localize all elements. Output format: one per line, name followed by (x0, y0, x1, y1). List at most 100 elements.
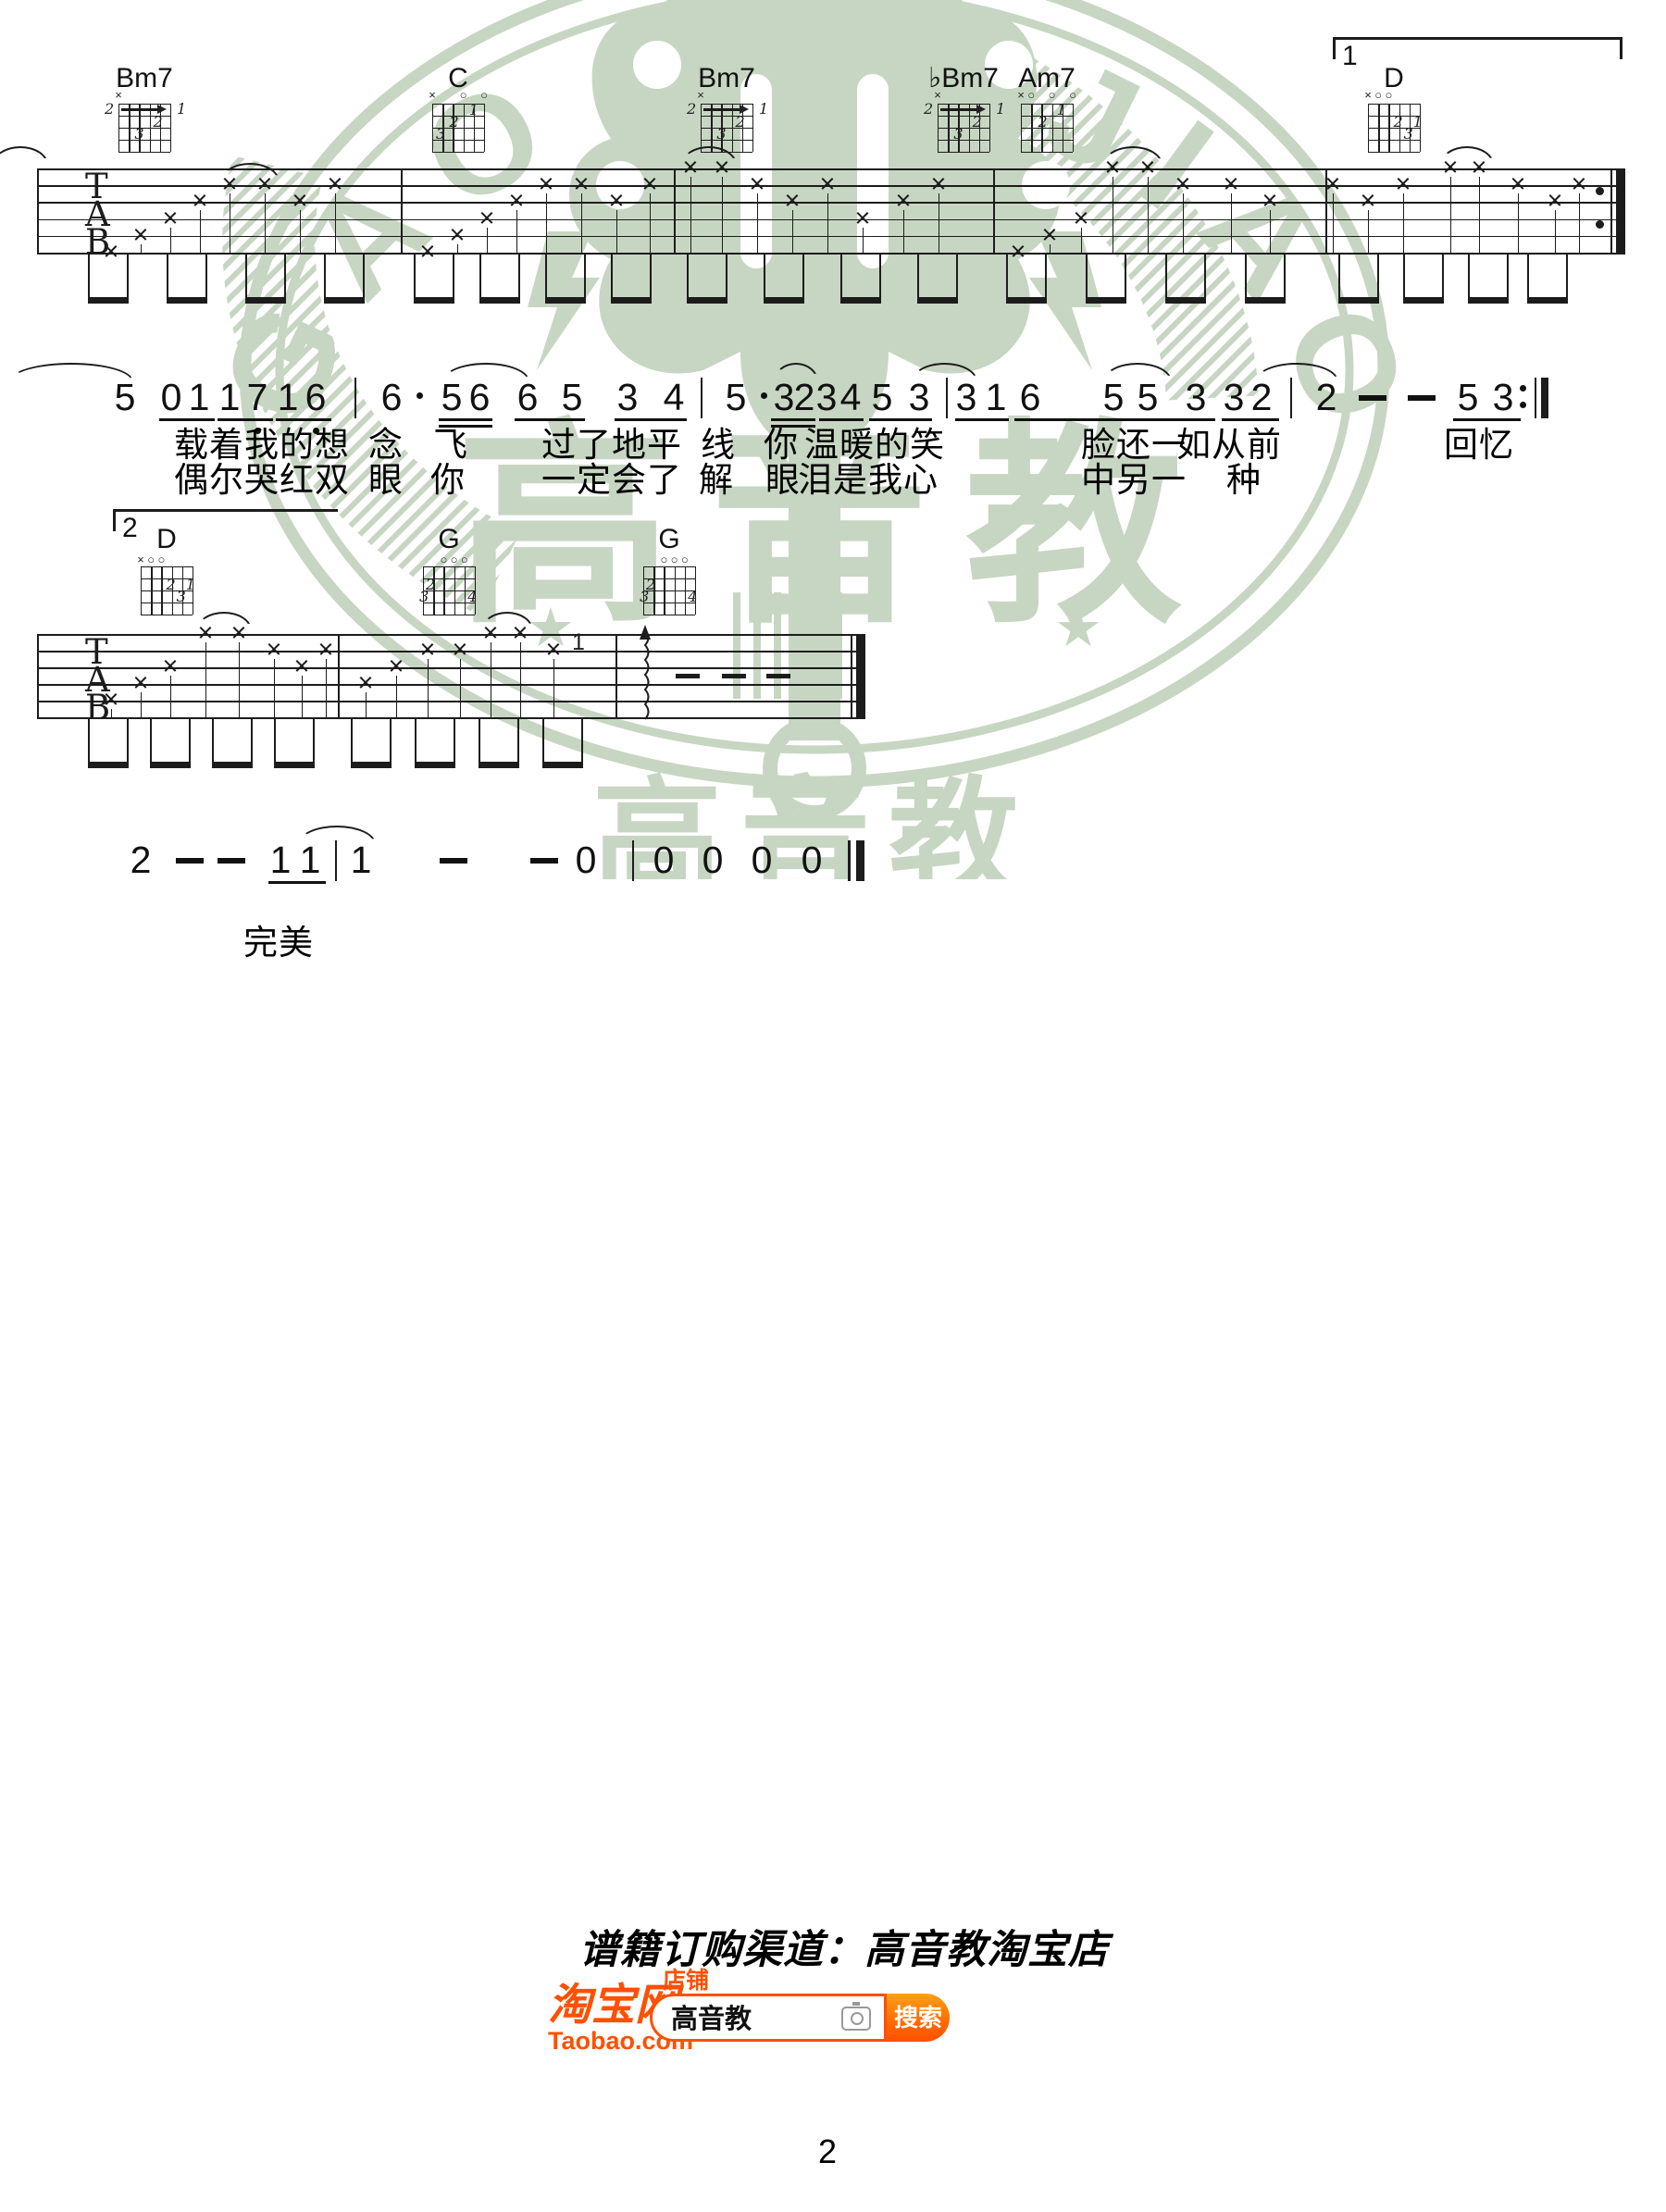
chord-open-string-marker: ○ (450, 553, 458, 566)
beam-bar (611, 297, 652, 304)
chord-grid-line (432, 152, 484, 154)
chord-grid-line (938, 116, 989, 118)
strum-x-mark: × (1041, 219, 1058, 250)
chord-finger-number: 2 (153, 113, 163, 130)
beam-bar (1338, 297, 1379, 304)
strum-x-mark: × (1395, 169, 1411, 200)
note-stem (200, 210, 202, 253)
jianpu-number: 2 (1315, 376, 1337, 418)
note-stem (111, 709, 113, 717)
beam-stem (956, 253, 958, 303)
chord-finger-number: 2 (449, 113, 459, 130)
chord-open-string-marker: ○ (440, 553, 448, 566)
jianpu-end-barline (1535, 378, 1537, 418)
note-stem (265, 193, 267, 253)
jianpu-number: 3 (1185, 376, 1207, 418)
beam-stem (88, 717, 90, 767)
chord-name: G (658, 524, 680, 554)
strum-x-mark: × (192, 186, 208, 217)
repeat-dot (1596, 220, 1604, 230)
note-stem (457, 243, 459, 253)
jianpu-tie-arc (774, 363, 818, 381)
beam-bar (212, 762, 253, 768)
chord-open-string-marker: × (934, 88, 941, 102)
beam-stem (650, 253, 652, 303)
beam-stem (764, 253, 765, 303)
chord-name: Bm7 (698, 63, 755, 93)
beam-stem (1468, 253, 1470, 303)
beam-bar (324, 297, 365, 304)
jianpu-number: 0 (160, 376, 182, 418)
chord-barre-line (940, 108, 977, 111)
note-stem (396, 676, 398, 717)
chord-grid-line (1368, 140, 1420, 142)
strum-x-mark: × (292, 186, 308, 217)
beam-stem (1403, 253, 1405, 303)
beam-stem (189, 717, 191, 767)
camera-icon[interactable] (841, 2002, 871, 2031)
chord-side-finger: 2 (924, 100, 934, 118)
note-stem (1479, 177, 1481, 253)
beam-stem (687, 253, 689, 303)
search-button[interactable]: 搜索 (887, 1994, 950, 2042)
beam-stem (150, 717, 152, 767)
staff-line (37, 651, 865, 652)
chord-side-finger: 1 (759, 100, 769, 118)
strum-x-mark: × (819, 169, 836, 200)
chord-barre-arrow (740, 105, 749, 114)
jianpu-number: 3 (773, 376, 795, 418)
jianpu-barline (354, 378, 357, 418)
beam-stem (879, 253, 881, 303)
jianpu-beam (159, 418, 215, 421)
chord-finger-number: 2 (1393, 113, 1403, 130)
beam-stem (479, 253, 481, 303)
jianpu-octave-dot (313, 428, 319, 434)
jianpu-beam (1222, 418, 1279, 421)
taobao-search-box[interactable]: 高音教 (650, 1994, 887, 2042)
chord-open-string-marker: ○ (680, 553, 689, 566)
note-stem (428, 659, 429, 717)
beam-bar (245, 297, 286, 304)
beam-stem (1165, 253, 1167, 303)
lyric-phrase: 眼 (765, 461, 801, 499)
search-input[interactable]: 高音教 (671, 2005, 752, 2034)
chord-side-finger: 1 (177, 100, 187, 118)
jianpu-number: 1 (188, 376, 210, 418)
chord-grid-line (938, 152, 989, 154)
chord-open-string-marker: ○ (1027, 88, 1036, 102)
tie-arc (196, 612, 252, 630)
jianpu-beam (869, 418, 932, 421)
strum-x-mark: × (103, 685, 119, 715)
chord-finger-number: 2 (425, 576, 436, 593)
strum-x-mark: × (419, 237, 436, 267)
chord-grid-line (1368, 116, 1420, 118)
jianpu-dash (176, 858, 204, 864)
note-stem (722, 177, 724, 253)
jianpu-number: 7 (246, 376, 268, 418)
staff-line (37, 202, 1625, 204)
jianpu-number: 3 (1223, 376, 1245, 418)
note-stem (1403, 193, 1405, 253)
staff-line (37, 701, 865, 702)
chord-grid-line (1368, 104, 1420, 106)
strum-x-mark: × (641, 169, 658, 200)
chord-finger-number: 3 (419, 588, 429, 605)
chord-grid-line (938, 128, 989, 130)
chord-finger-number: 2 (972, 113, 982, 130)
chord-open-string-marker: ○ (459, 88, 467, 102)
note-stem (274, 659, 276, 717)
chord-grid-line (1021, 128, 1073, 130)
beam-stem (479, 717, 480, 767)
jianpu-beam (1453, 418, 1521, 421)
beam-stem (518, 253, 520, 303)
jianpu-beam (615, 418, 687, 421)
strum-x-mark: × (1262, 186, 1278, 217)
jianpu-number: 1 (985, 376, 1007, 418)
volta-number: 1 (1342, 41, 1358, 71)
jianpu-repeat-dot (1520, 402, 1526, 408)
chord-grid-line (118, 152, 170, 154)
chord-grid-line (118, 104, 170, 106)
chord-grid-line (643, 578, 695, 580)
staff-line (37, 667, 865, 669)
